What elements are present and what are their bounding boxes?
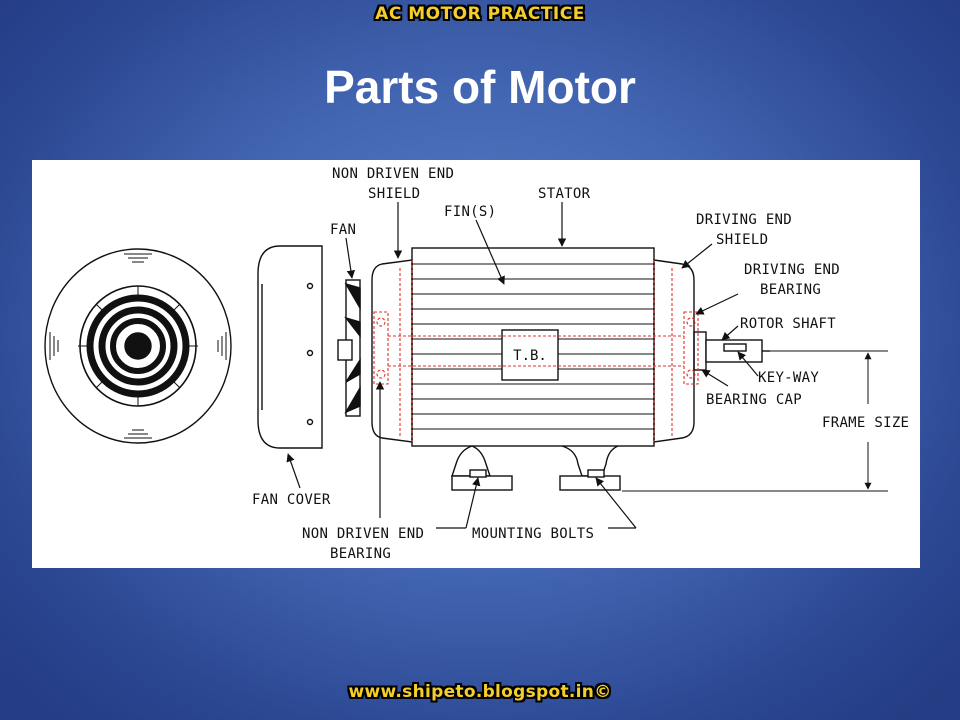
terminal-box-label: T.B. bbox=[513, 348, 547, 364]
label-fan: FAN bbox=[330, 222, 356, 238]
label-non-driven-end-shield-line2: SHIELD bbox=[368, 186, 420, 202]
motor-diagram: T.B. bbox=[44, 166, 909, 562]
label-key-way: KEY-WAY bbox=[758, 370, 819, 386]
top-banner: AC MOTOR PRACTICE bbox=[375, 4, 585, 24]
terminal-box: T.B. bbox=[501, 329, 559, 381]
label-non-driven-end-shield-line1: NON DRIVEN END bbox=[332, 166, 454, 182]
fan bbox=[337, 279, 361, 417]
leader-arrows bbox=[286, 202, 759, 529]
label-driving-end-shield-line2: SHIELD bbox=[716, 232, 768, 248]
label-fan-cover: FAN COVER bbox=[252, 492, 331, 508]
label-non-driven-end-bearing-line2: BEARING bbox=[330, 546, 391, 562]
footer-url: www.shipeto.blogspot.in© bbox=[348, 682, 612, 702]
end-view bbox=[44, 248, 232, 444]
motor-diagram-panel: T.B. bbox=[32, 160, 920, 568]
label-bearing-cap: BEARING CAP bbox=[706, 392, 802, 408]
label-rotor-shaft: ROTOR SHAFT bbox=[740, 316, 836, 332]
diagram-labels: NON DRIVEN END SHIELD FIN(S) STATOR FAN … bbox=[252, 166, 909, 562]
label-driving-end-bearing-line1: DRIVING END bbox=[744, 262, 840, 278]
hidden-lines bbox=[373, 260, 699, 442]
fan-cover bbox=[257, 245, 323, 449]
motor-body bbox=[371, 247, 770, 491]
label-non-driven-end-bearing-line1: NON DRIVEN END bbox=[302, 526, 424, 542]
label-driving-end-bearing-line2: BEARING bbox=[760, 282, 821, 298]
frame-size-dimension bbox=[622, 350, 888, 492]
label-driving-end-shield-line1: DRIVING END bbox=[696, 212, 792, 228]
label-fins: FIN(S) bbox=[444, 204, 496, 220]
label-mounting-bolts: MOUNTING BOLTS bbox=[472, 526, 594, 542]
label-frame-size: FRAME SIZE bbox=[822, 415, 909, 431]
label-stator: STATOR bbox=[538, 186, 591, 202]
slide-title: Parts of Motor bbox=[324, 61, 636, 113]
